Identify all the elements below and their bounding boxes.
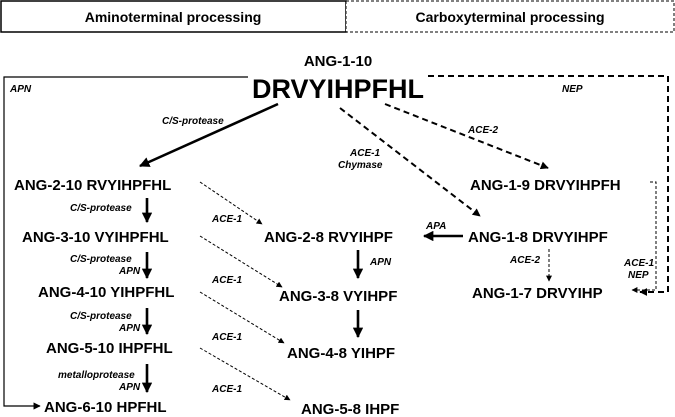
enzyme-apn-mid: APN	[369, 257, 392, 268]
enzyme-cs-protease-top: C/S-protease	[162, 116, 224, 127]
enzyme-apn-4: APN	[118, 382, 141, 393]
enzyme-ace2-mid: ACE-2	[509, 255, 540, 266]
arrow-root-to-1-9	[384, 103, 549, 170]
node-ang-1-9: ANG-1-9 DRVYIHPFH	[470, 177, 621, 194]
node-ang-3-8: ANG-3-8 VYIHPF	[279, 288, 397, 305]
enzyme-apn-3: APN	[118, 323, 141, 334]
enzyme-ace1-nep-b: NEP	[628, 270, 649, 281]
node-ang-4-8: ANG-4-8 YIHPF	[287, 345, 395, 362]
node-ang-6-10: ANG-6-10 HPFHL	[44, 399, 167, 416]
node-ang-5-8: ANG-5-8 IHPF	[301, 401, 399, 417]
root-title: ANG-1-10	[304, 53, 372, 70]
enzyme-cs-3: C/S-protease	[70, 311, 132, 322]
header-amino: Aminoterminal processing	[85, 9, 262, 25]
side-label-apn: APN	[9, 84, 32, 95]
enzyme-cs-1: C/S-protease	[70, 203, 132, 214]
node-ang-2-10: ANG-2-10 RVYIHPFHL	[14, 177, 171, 194]
header-box-amino	[0, 0, 347, 33]
arrow-2-10-to-2-8	[199, 181, 263, 225]
node-ang-2-8: ANG-2-8 RVYIHPF	[264, 229, 393, 246]
enzyme-metalloprotease: metalloprotease	[58, 370, 135, 381]
arrow-4-10-to-4-8	[199, 291, 285, 344]
enzyme-ace1-c: ACE-1	[211, 332, 242, 343]
arrow-5-10-to-5-8	[199, 347, 291, 401]
node-ang-4-10: ANG-4-10 YIHPFHL	[38, 284, 174, 301]
apn-frame-line	[3, 76, 248, 410]
node-ang-1-8: ANG-1-8 DRVYIHPF	[468, 229, 608, 246]
arrow-1-9-to-1-7	[631, 181, 657, 293]
side-label-nep: NEP	[562, 84, 583, 95]
enzyme-ace1-chymase-a: ACE-1	[349, 148, 380, 159]
enzyme-ace2-top: ACE-2	[467, 125, 498, 136]
nep-frame-line	[428, 75, 669, 296]
enzyme-ace1-nep-a: ACE-1	[623, 258, 654, 269]
header-box-carboxy	[345, 0, 675, 33]
header-carboxy: Carboxyterminal processing	[415, 9, 604, 25]
root-sequence: DRVYIHPFHL	[252, 74, 424, 104]
enzyme-cs-2: C/S-protease	[70, 254, 132, 265]
enzyme-ace1-a: ACE-1	[211, 214, 242, 225]
node-ang-5-10: ANG-5-10 IHPFHL	[46, 340, 173, 357]
node-ang-1-7: ANG-1-7 DRVYIHP	[472, 285, 603, 302]
enzyme-apa: APA	[425, 221, 446, 232]
enzyme-ace1-d: ACE-1	[211, 384, 242, 395]
enzyme-apn-2: APN	[118, 266, 141, 277]
arrow-root-to-2-10	[139, 102, 279, 168]
enzyme-ace1-b: ACE-1	[211, 275, 242, 286]
arrow-3-10-to-3-8	[199, 235, 283, 288]
node-ang-3-10: ANG-3-10 VYIHPFHL	[22, 229, 169, 246]
enzyme-ace1-chymase-b: Chymase	[338, 160, 383, 171]
